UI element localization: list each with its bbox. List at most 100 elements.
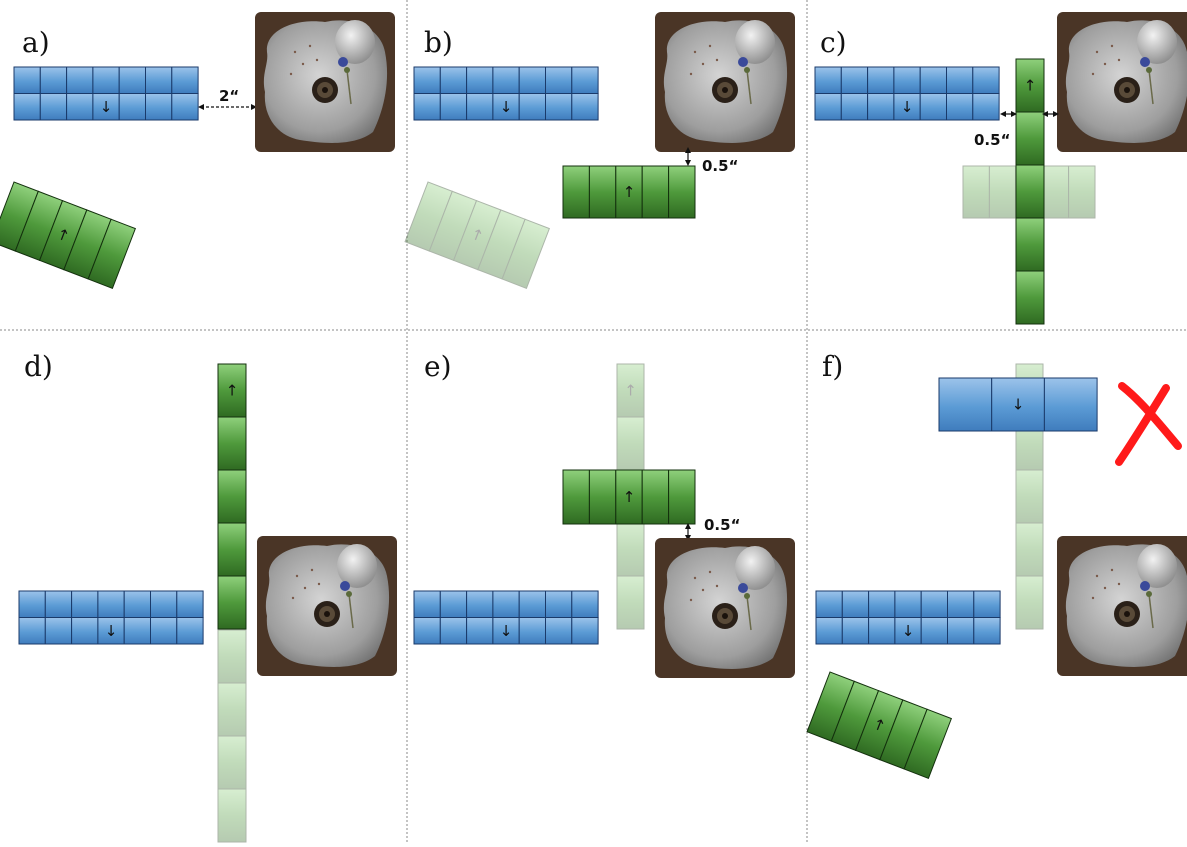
blue-unit-base bbox=[519, 618, 545, 645]
blue-unit-base bbox=[842, 618, 868, 645]
panel-a: a) ↓ 2“ ↑ bbox=[0, 12, 395, 288]
blue-unit-base bbox=[19, 618, 45, 645]
blue-unit-base bbox=[519, 67, 545, 94]
green-unit-tray: ↑ bbox=[0, 182, 135, 288]
blue-unit-base bbox=[467, 67, 493, 94]
blue-unit-base bbox=[947, 67, 973, 94]
panel-label-d: d) bbox=[24, 350, 53, 383]
facing-up-arrow: ↑ bbox=[624, 382, 637, 400]
facing-down-arrow: ↓ bbox=[100, 98, 113, 116]
facing-up-arrow: ↑ bbox=[226, 382, 239, 400]
blue-unit-base bbox=[572, 591, 598, 618]
blue-unit-base bbox=[572, 67, 598, 94]
green-unit-base bbox=[617, 523, 644, 576]
blue-unit-base bbox=[546, 67, 572, 94]
facing-down-arrow: ↓ bbox=[902, 622, 915, 640]
green-unit-base bbox=[1016, 218, 1044, 271]
blue-unit-base bbox=[920, 67, 946, 94]
blue-unit-base bbox=[414, 618, 440, 645]
blue-unit-base bbox=[440, 618, 466, 645]
blue-unit-base bbox=[948, 591, 974, 618]
green-unit-base bbox=[617, 417, 644, 470]
blue-unit-base bbox=[124, 618, 150, 645]
blue-unit-tray: ↓ bbox=[816, 591, 1000, 644]
red-cross-mark bbox=[1119, 386, 1178, 462]
blue-unit-base bbox=[974, 618, 1000, 645]
blue-unit-base bbox=[572, 618, 598, 645]
green-unit-tray-ghost bbox=[218, 630, 246, 842]
green-unit-base bbox=[589, 470, 615, 524]
blue-unit-base bbox=[151, 618, 177, 645]
measurement-0-5in: 0.5“ bbox=[702, 157, 738, 175]
blue-unit-base bbox=[172, 67, 198, 94]
panel-label-e: e) bbox=[424, 350, 452, 383]
green-unit-base bbox=[1016, 576, 1043, 629]
green-unit-base bbox=[1069, 166, 1095, 218]
blue-unit-base bbox=[67, 67, 93, 94]
blue-unit-base bbox=[45, 618, 71, 645]
blue-unit-base bbox=[948, 618, 974, 645]
blue-unit-base bbox=[414, 94, 440, 121]
green-unit-base bbox=[218, 736, 246, 789]
rock-terrain bbox=[655, 12, 795, 152]
blue-unit-base bbox=[519, 94, 545, 121]
blue-unit-base bbox=[467, 94, 493, 121]
panel-b: b) ↓ ↑ ↑ 0.5“ bbox=[405, 12, 795, 288]
blue-unit-tray: ↓ bbox=[815, 67, 999, 120]
green-unit-base bbox=[1016, 470, 1043, 523]
green-unit-base bbox=[1042, 166, 1068, 218]
panel-d: d) ↓ ↑ bbox=[19, 350, 397, 842]
blue-unit-base bbox=[519, 591, 545, 618]
green-unit-tray: ↑ bbox=[563, 166, 695, 218]
blue-unit-base bbox=[869, 591, 895, 618]
green-unit-base bbox=[1016, 271, 1044, 324]
blue-unit-base bbox=[177, 591, 203, 618]
blue-unit-base bbox=[869, 618, 895, 645]
green-unit-tray: ↑ bbox=[1016, 59, 1044, 324]
green-unit-tray-ghost: ↑ bbox=[405, 182, 549, 288]
blue-unit-base bbox=[177, 618, 203, 645]
green-unit-tray: ↑ bbox=[563, 470, 695, 524]
measurement-2in: 2“ bbox=[219, 87, 239, 105]
blue-unit-base bbox=[842, 591, 868, 618]
green-unit-base bbox=[617, 576, 644, 629]
blue-unit-base bbox=[974, 591, 1000, 618]
blue-unit-base bbox=[815, 94, 841, 121]
blue-unit-base bbox=[546, 591, 572, 618]
green-unit-tray: ↑ bbox=[218, 364, 246, 629]
blue-unit-base bbox=[40, 94, 66, 121]
blue-unit-base bbox=[72, 618, 98, 645]
rock-terrain bbox=[1057, 536, 1187, 676]
panel-label-f: f) bbox=[822, 350, 843, 383]
blue-unit-base bbox=[414, 67, 440, 94]
blue-unit-base bbox=[947, 94, 973, 121]
green-unit-base bbox=[563, 166, 589, 218]
green-unit-base bbox=[669, 470, 695, 524]
blue-unit-base bbox=[119, 94, 145, 121]
facing-down-arrow: ↓ bbox=[901, 98, 914, 116]
green-unit-tray: ↑ bbox=[807, 672, 951, 778]
blue-unit-base bbox=[93, 67, 119, 94]
panel-label-a: a) bbox=[22, 26, 50, 59]
blue-unit-base bbox=[467, 618, 493, 645]
green-unit-base bbox=[589, 166, 615, 218]
green-unit-base bbox=[218, 470, 246, 523]
rock-terrain bbox=[257, 536, 397, 676]
blue-unit-base bbox=[815, 67, 841, 94]
green-unit-base bbox=[218, 789, 246, 842]
blue-unit-base bbox=[894, 67, 920, 94]
blue-unit-base bbox=[868, 67, 894, 94]
green-unit-base bbox=[669, 166, 695, 218]
blue-unit-base bbox=[467, 591, 493, 618]
facing-up-arrow: ↑ bbox=[623, 183, 636, 201]
panel-e: e) ↑ ↑ 0.5“ ↓ bbox=[414, 350, 795, 678]
blue-unit-base bbox=[816, 591, 842, 618]
blue-unit-base bbox=[868, 94, 894, 121]
blue-unit-base bbox=[124, 591, 150, 618]
panel-c: c) ↓ ↑ 0.5“ bbox=[815, 12, 1187, 324]
green-unit-base bbox=[218, 417, 246, 470]
blue-unit-base bbox=[1044, 378, 1097, 431]
blue-unit-tray: ↓ bbox=[414, 67, 598, 120]
measurement-0-5in: 0.5“ bbox=[974, 131, 1010, 149]
